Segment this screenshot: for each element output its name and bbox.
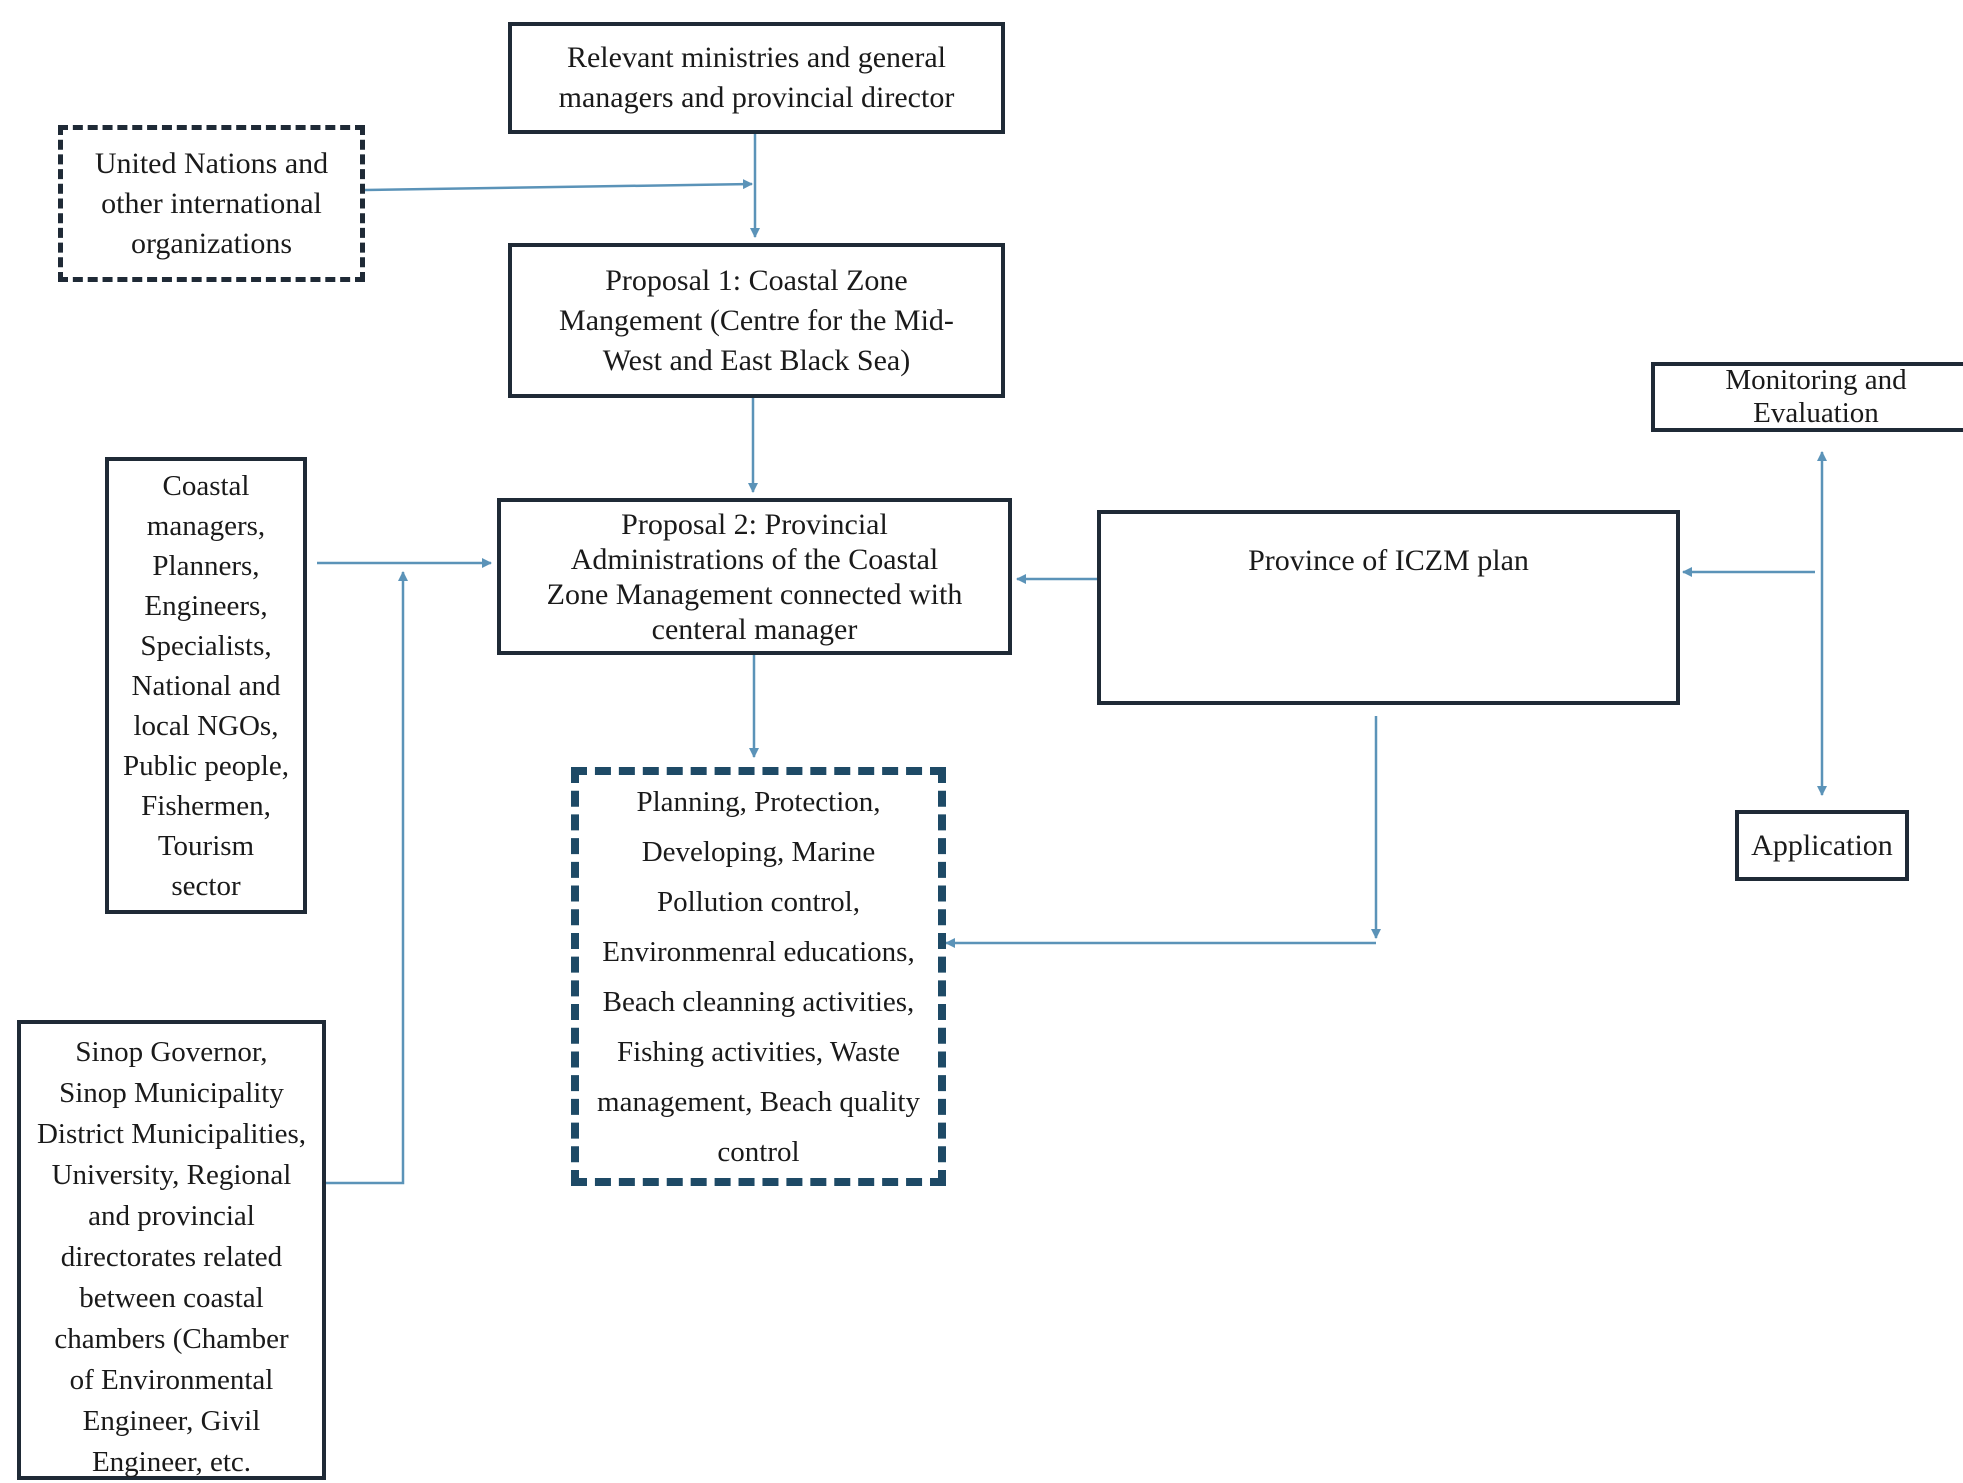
monitoring-evaluation-box: Monitoring and Evaluation <box>1651 362 1963 432</box>
application-box: Application <box>1735 810 1909 881</box>
un-organizations-box: United Nations and other international o… <box>58 125 365 282</box>
proposal-1-box: Proposal 1: Coastal Zone Mangement (Cent… <box>508 243 1005 398</box>
activities-box: Planning, Protection, Developing, Marine… <box>571 767 946 1186</box>
province-iczm-plan-box: Province of ICZM plan <box>1097 510 1680 705</box>
iczm-flow-diagram: Relevant ministries and general managers… <box>17 22 1963 1480</box>
stakeholders-box: Coastal managers, Planners, Engineers, S… <box>105 457 307 914</box>
sinop-institutions-box: Sinop Governor, Sinop Municipality Distr… <box>17 1020 326 1480</box>
arrow-un-to-main-line <box>364 179 753 192</box>
arrow-sinop-to-proposal2 <box>326 571 408 1185</box>
proposal-2-box: Proposal 2: Provincial Administrations o… <box>497 498 1012 655</box>
ministries-box: Relevant ministries and general managers… <box>508 22 1005 134</box>
